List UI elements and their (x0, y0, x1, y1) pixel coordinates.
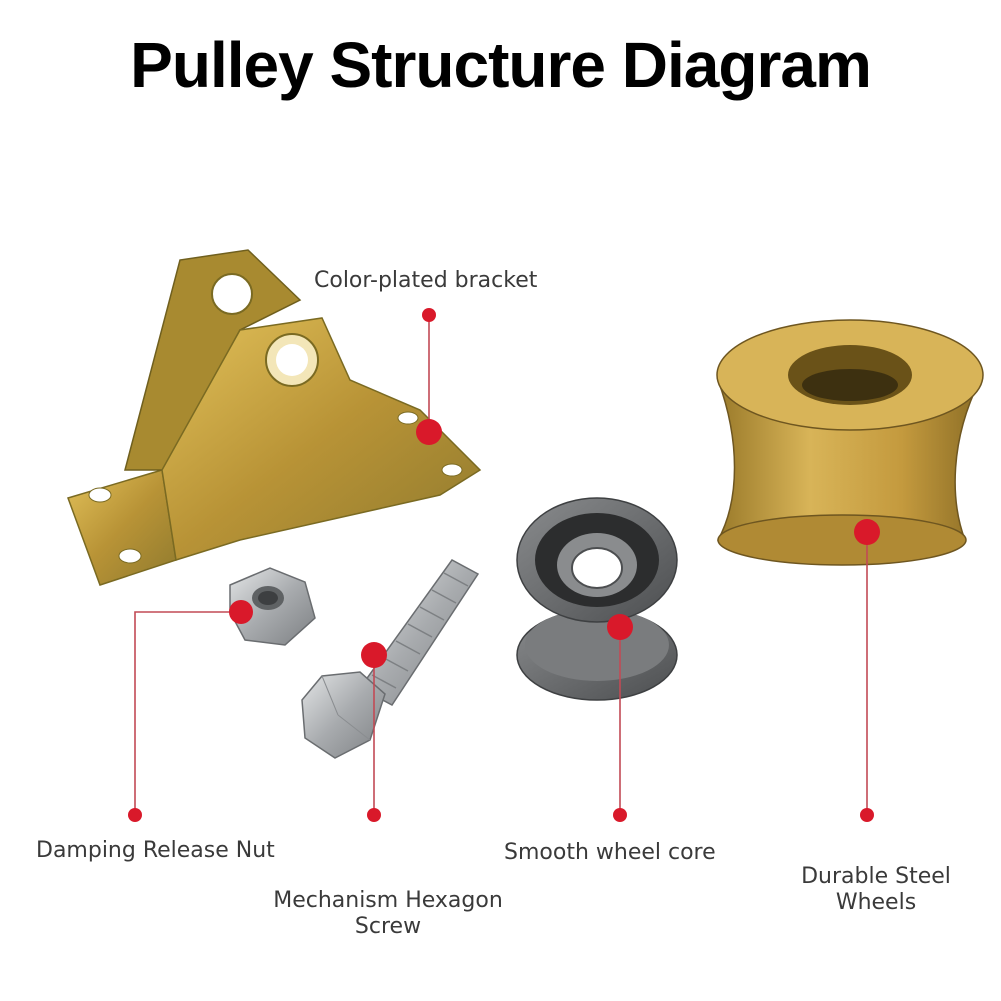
marker-dot (607, 614, 633, 640)
label-screw-line1: Mechanism Hexagon (273, 888, 503, 913)
diagram-title: Pulley Structure Diagram (130, 29, 872, 101)
label-screw: Mechanism Hexagon Screw (248, 888, 528, 940)
bracket-part (67, 249, 482, 586)
label-wheel: Durable Steel Wheels (776, 864, 976, 916)
marker-dot (229, 600, 253, 624)
label-core: Smooth wheel core (504, 840, 716, 865)
marker-dot (860, 808, 874, 822)
label-wheel-line1: Durable Steel (801, 864, 951, 889)
label-wheel-line2: Wheels (835, 890, 917, 915)
marker-dot (422, 308, 436, 322)
label-bracket: Color-plated bracket (314, 268, 538, 293)
label-screw-line2: Screw (354, 914, 422, 939)
markers (128, 308, 880, 822)
leader-lines (134, 315, 868, 815)
label-nut: Damping Release Nut (36, 838, 275, 863)
steel-wheel-part (716, 319, 984, 566)
hex-screw-part (301, 559, 480, 759)
marker-dot (367, 808, 381, 822)
leader-nut (134, 611, 241, 815)
marker-dot (361, 642, 387, 668)
bearing-part (516, 497, 678, 701)
marker-dot (854, 519, 880, 545)
marker-dot (613, 808, 627, 822)
marker-dot (128, 808, 142, 822)
marker-dot (416, 419, 442, 445)
